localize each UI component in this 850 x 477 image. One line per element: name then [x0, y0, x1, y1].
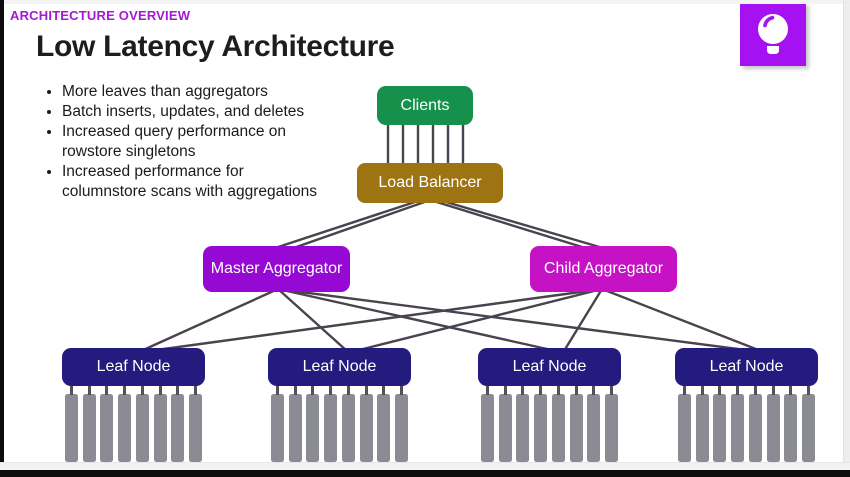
disk-bar	[551, 386, 565, 462]
disk-bar	[153, 386, 167, 462]
disk-bar	[377, 386, 391, 462]
frame-top-strip	[0, 0, 850, 4]
node-leaf-2: Leaf Node	[268, 348, 411, 386]
edge-line	[283, 197, 435, 253]
edge-line	[425, 197, 597, 253]
disk-bar	[171, 386, 185, 462]
frame-bottom-bar	[0, 470, 850, 477]
disk-bar	[605, 386, 618, 462]
page-title: Low Latency Architecture	[36, 30, 395, 63]
disk-bar	[695, 386, 709, 462]
edge-line	[600, 287, 763, 353]
disk-bar	[100, 386, 114, 462]
disk-bar	[534, 386, 548, 462]
edge-line	[562, 287, 604, 353]
disk-bar	[189, 386, 202, 462]
disk-bar	[288, 386, 302, 462]
disk-bar	[359, 386, 373, 462]
disk-bar	[713, 386, 727, 462]
disk-bar	[678, 386, 691, 462]
node-load-balancer: Load Balancer	[357, 163, 503, 203]
disk-bar	[135, 386, 149, 462]
disk-bar	[324, 386, 338, 462]
disk-bar	[748, 386, 762, 462]
disk-bar	[516, 386, 530, 462]
bullet-item: Increased performance for columnstore sc…	[62, 162, 324, 202]
disk-bar	[271, 386, 284, 462]
node-master-aggregator: Master Aggregator	[203, 246, 350, 292]
edge-line	[434, 197, 615, 253]
lightbulb-badge	[740, 2, 806, 66]
disk-array	[62, 386, 205, 462]
edge-line	[353, 287, 604, 353]
node-leaf-3: Leaf Node	[478, 348, 621, 386]
disk-bar	[481, 386, 494, 462]
disk-array	[478, 386, 621, 462]
disk-bar	[569, 386, 583, 462]
node-clients: Clients	[377, 86, 473, 125]
disk-bar	[498, 386, 512, 462]
edge-line	[276, 287, 558, 353]
bullet-list: More leaves than aggregators Batch inser…	[38, 82, 324, 202]
disk-bar	[784, 386, 798, 462]
disk-array	[675, 386, 818, 462]
edge-line	[276, 287, 349, 353]
frame-left-bar	[0, 0, 4, 470]
disk-bar	[731, 386, 745, 462]
frame-right-strip	[843, 0, 850, 462]
node-leaf-1: Leaf Node	[62, 348, 205, 386]
edge-line	[264, 197, 426, 253]
section-kicker: ARCHITECTURE OVERVIEW	[10, 8, 191, 23]
lightbulb-icon	[758, 14, 788, 54]
edge-line	[147, 287, 604, 353]
disk-bar	[82, 386, 96, 462]
bullet-item: More leaves than aggregators	[62, 82, 324, 102]
disk-array	[268, 386, 411, 462]
bullet-item: Increased query performance on rowstore …	[62, 122, 324, 162]
edge-line	[276, 287, 755, 353]
frame-bottom-strip	[0, 462, 850, 471]
disk-bar	[802, 386, 815, 462]
disk-bar	[118, 386, 132, 462]
disk-bar	[65, 386, 78, 462]
node-child-aggregator: Child Aggregator	[530, 246, 677, 292]
bullet-item: Batch inserts, updates, and deletes	[62, 102, 324, 122]
edge-line	[139, 287, 280, 353]
disk-bar	[766, 386, 780, 462]
disk-bar	[341, 386, 355, 462]
disk-bar	[395, 386, 408, 462]
node-leaf-4: Leaf Node	[675, 348, 818, 386]
disk-bar	[587, 386, 601, 462]
disk-bar	[306, 386, 320, 462]
